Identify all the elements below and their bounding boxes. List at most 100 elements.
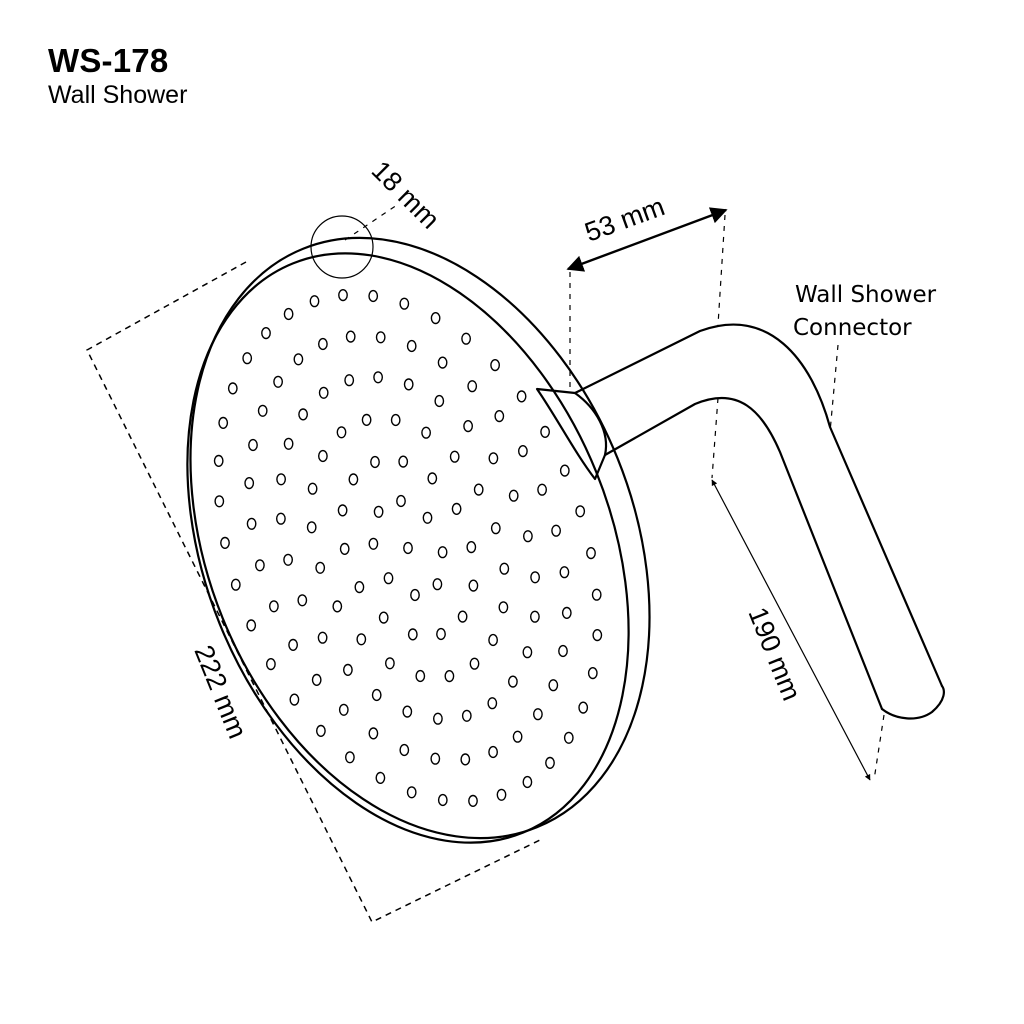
spray-nozzle [375,331,386,344]
spray-nozzle [213,454,224,468]
spray-nozzle [265,657,276,671]
spray-nozzle [368,537,379,550]
head-face [186,252,630,844]
spray-nozzle [345,330,356,343]
offset-dimension: 53 mm [566,191,728,392]
title-block: WS-178 Wall Shower [48,42,187,110]
connector-leader [829,344,839,433]
spray-nozzle [427,472,438,485]
spray-nozzle [545,756,555,770]
spray-nozzle [533,708,543,721]
offset-extension-right [717,214,726,326]
spray-nozzle [467,380,478,393]
spray-nozzle [437,793,448,807]
spray-nozzle [437,546,448,559]
spray-nozzle [551,524,561,537]
spray-nozzle [591,588,602,601]
spray-nozzle [436,627,446,641]
offset-arrow [566,207,728,272]
spray-nozzle [402,705,413,718]
spray-nozzle [371,688,382,702]
spray-nozzle [415,669,426,683]
spray-nozzle [457,610,468,623]
ball-joint [535,387,608,481]
spray-nozzle [378,611,389,624]
spray-nozzle [318,386,329,399]
spray-nozzle [522,646,533,659]
spray-nozzle [558,644,568,658]
spray-nozzle [487,697,498,710]
spray-nozzle [444,669,455,683]
spray-nozzle [461,332,471,345]
spray-nozzle [468,794,478,808]
diameter-dimension: 222 mm [86,261,541,924]
spray-nozzle [498,601,509,614]
spray-nozzle [561,606,572,620]
spray-nozzle [242,352,253,365]
spray-nozzle [540,425,550,439]
spray-nozzle [508,675,518,688]
spray-nozzle [220,536,230,550]
spray-nozzle [246,517,257,530]
spray-nozzle [496,788,507,801]
spray-nozzle [548,679,559,692]
spray-nozzle [257,404,268,417]
spray-nozzle [227,382,238,395]
spray-nozzle [348,473,359,486]
spray-nozzle [342,663,353,677]
spray-nozzle [407,628,418,641]
spray-nozzle [512,730,523,743]
spray-nozzle [518,445,528,458]
spray-nozzle [460,753,471,766]
spray-nozzle [430,752,441,765]
spray-nozzle [344,374,355,387]
diameter-guide [86,261,541,924]
spray-nozzle [246,619,257,632]
spray-nozzle [317,449,328,463]
spray-nozzle [283,553,293,566]
head-back-rim [189,236,651,840]
spray-nozzle [399,297,410,310]
ball-joint-shape [535,387,608,481]
spray-nozzle [488,633,498,647]
detail-circle [310,215,374,279]
spray-nozzle [559,464,570,477]
length-dimension: 190 mm [711,397,885,781]
spray-nozzle [261,327,271,340]
spray-nozzle [289,693,300,706]
spray-nozzle [373,371,383,384]
spray-nozzle [268,600,279,613]
spray-nozzle [298,408,308,421]
spray-nozzle [523,530,533,543]
spray-nozzle [311,673,322,687]
spray-nozzle [451,502,462,516]
arm-outer-edge [573,323,944,688]
spray-nozzle [307,482,318,495]
shower-arm [573,323,945,720]
spray-nozzle [490,522,501,535]
spray-nozzle [398,455,409,468]
spray-nozzle [449,450,460,463]
spray-nozzle [559,566,570,579]
arm-inner-edge [603,396,884,711]
spray-nozzle [306,521,317,534]
length-label: 190 mm [742,603,806,705]
spray-nozzle [375,771,386,785]
spray-nozzle [578,701,589,714]
model-number: WS-178 [48,42,169,79]
spray-nozzle [410,588,420,602]
spray-nozzle [283,437,294,450]
spray-nozzle [273,375,283,388]
spray-nozzle [214,495,225,508]
spray-nozzle [421,426,431,439]
spray-nozzle [315,724,326,738]
spray-nozzle [309,295,320,308]
thickness-dimension: 18 mm [310,155,445,279]
spray-nozzle [537,483,547,496]
arm-end-cap [880,684,945,720]
spray-nozzle [384,657,395,670]
spray-nozzle [276,473,286,486]
spray-nozzle [530,571,540,584]
spray-nozzle [488,745,498,759]
